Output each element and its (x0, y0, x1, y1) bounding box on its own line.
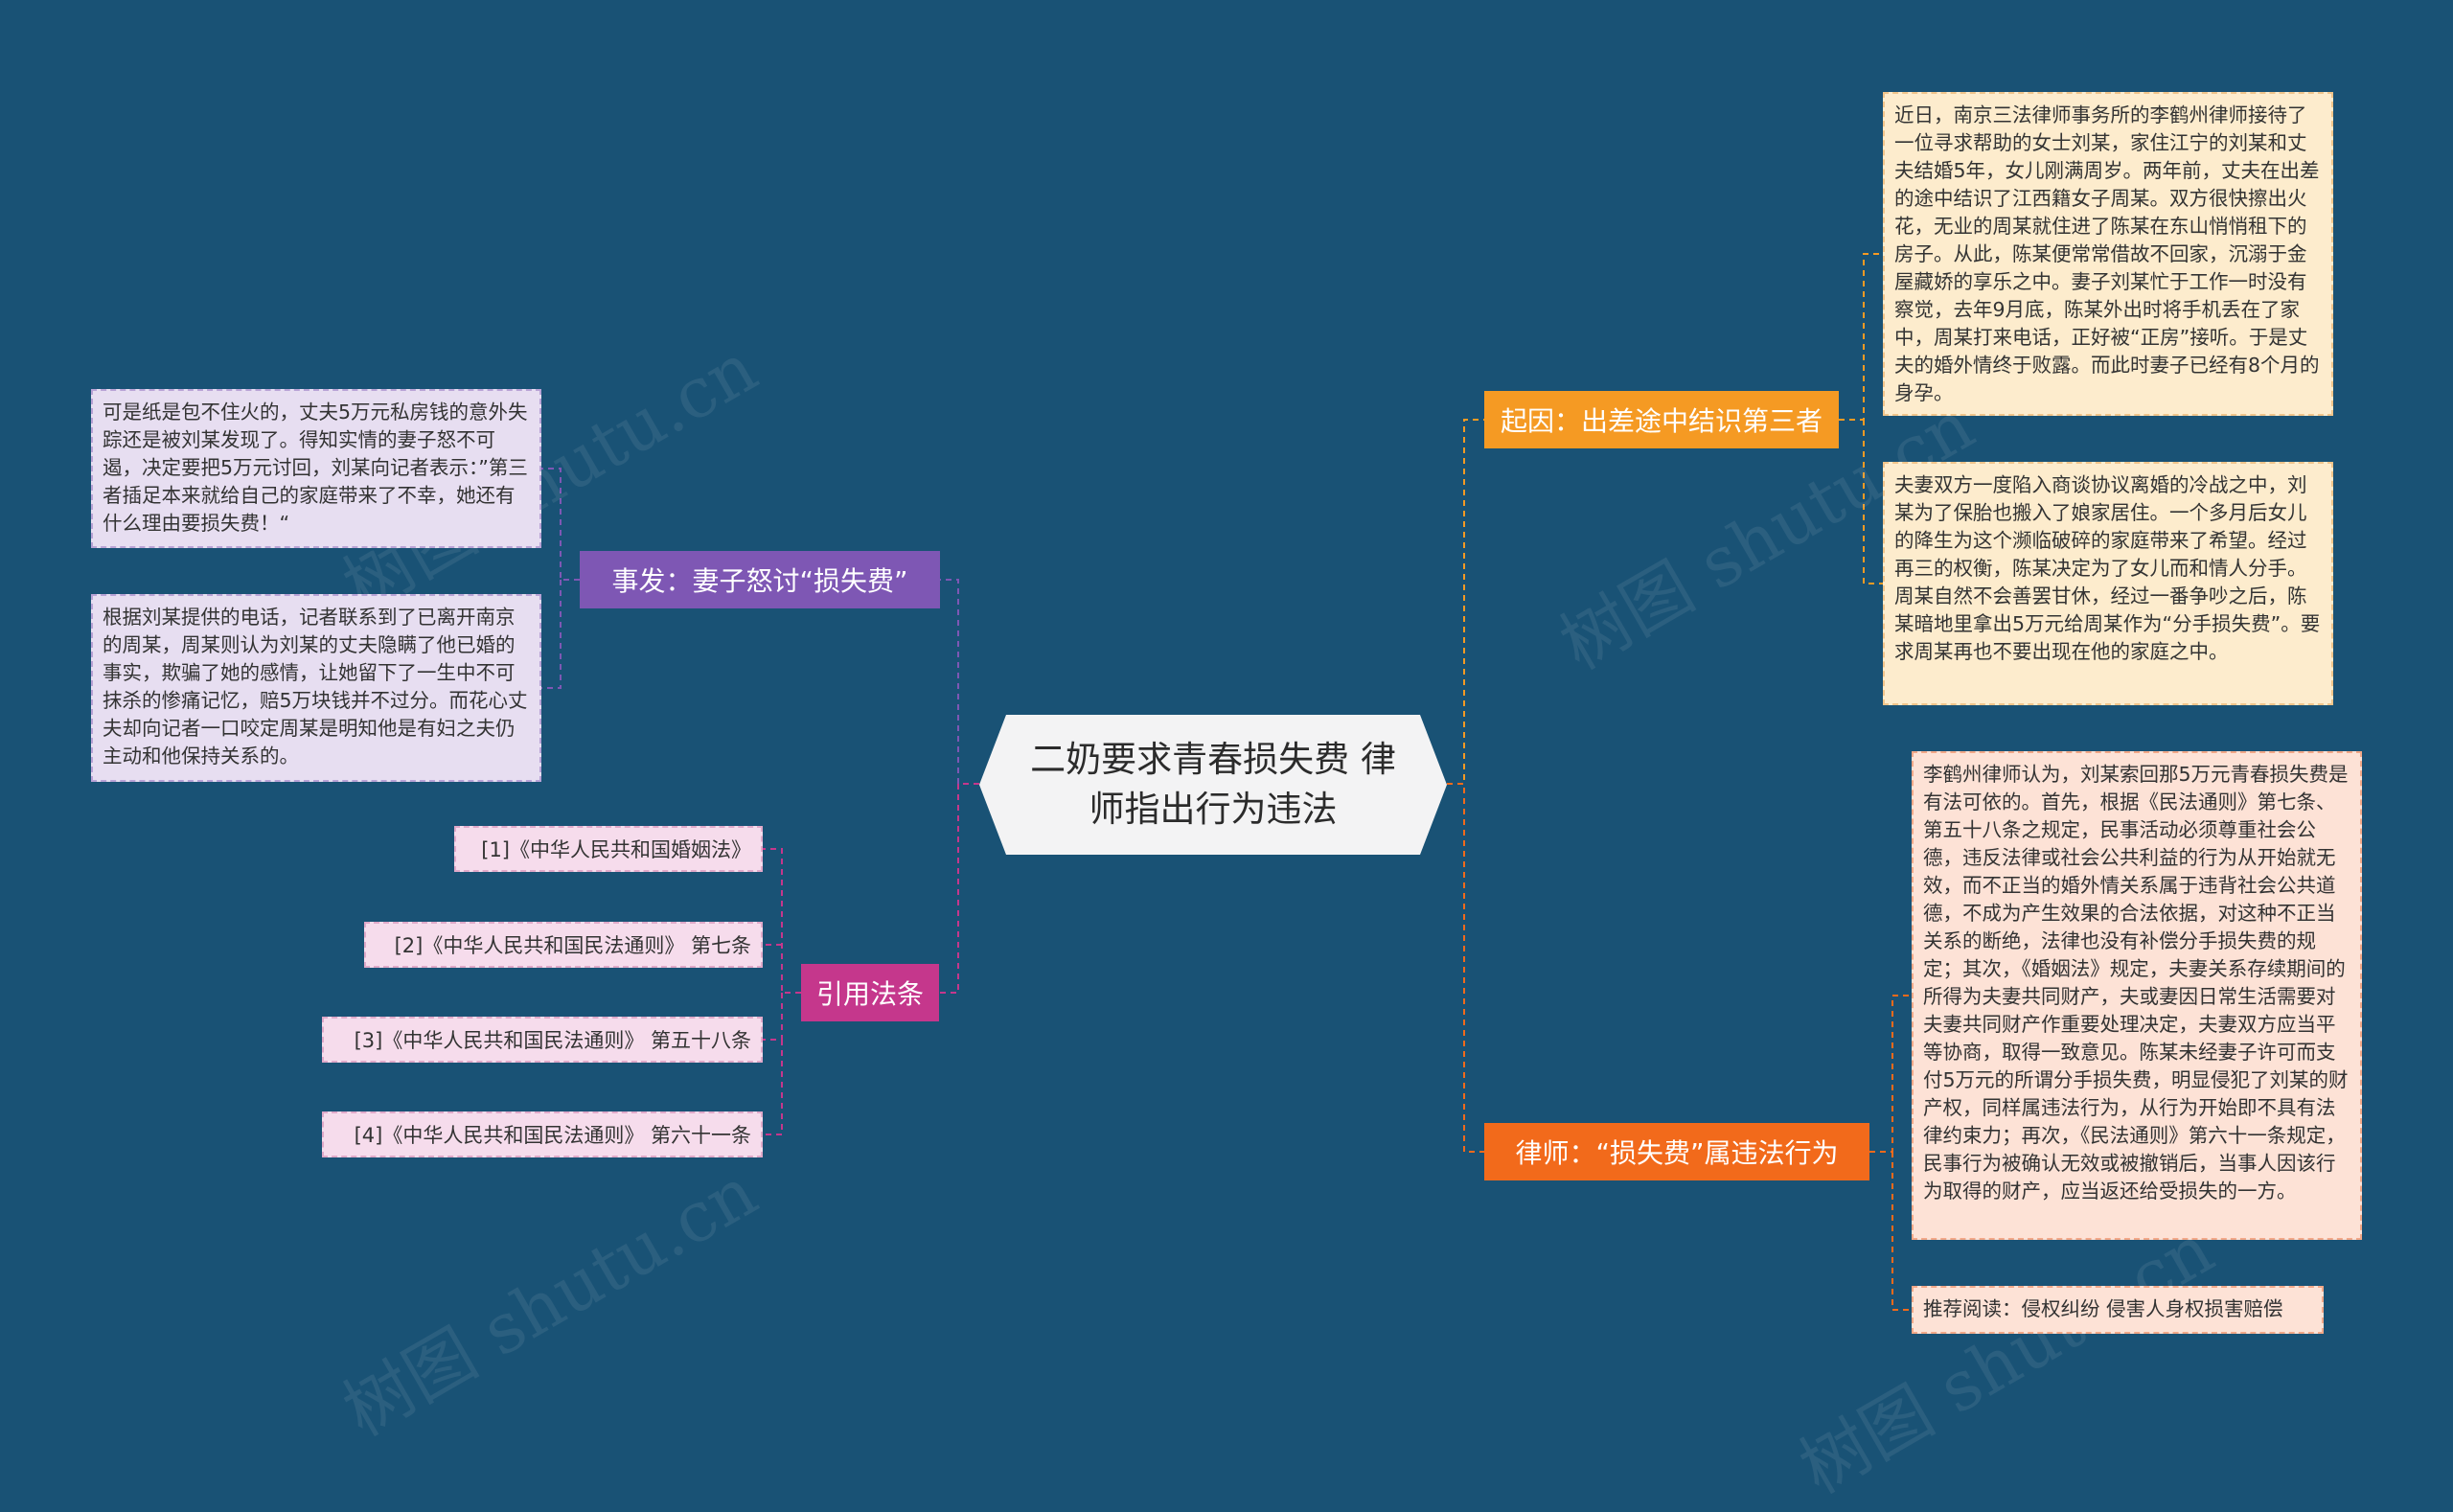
edge-root-laws (939, 783, 979, 994)
edge-lawyer-1 (1869, 995, 1912, 1153)
law-ref-1[interactable]: [1]《中华人民共和国婚姻法》 (454, 826, 763, 872)
edge-lawyer-2 (1891, 1152, 1912, 1311)
edge-cause-1 (1839, 253, 1883, 421)
lawyer-recommend[interactable]: 推荐阅读：侵权纠纷 侵害人身权损害赔偿 (1912, 1286, 2324, 1334)
edge-root-incident (940, 579, 979, 785)
root-title: 二奶要求青春损失费 律师指出行为违法 (1030, 739, 1396, 830)
edge-incident-1 (541, 468, 580, 581)
law-ref-2[interactable]: [2]《中华人民共和国民法通则》 第七条 (364, 922, 763, 968)
edge-incident-2 (541, 580, 562, 689)
incident-text-2: 根据刘某提供的电话，记者联系到了已离开南京的周某，周某则认为刘某的丈夫隐瞒了他已… (91, 594, 541, 782)
lawyer-text-1: 李鹤州律师认为，刘某索回那5万元青春损失费是有法可依的。首先，根据《民法通则》第… (1912, 751, 2362, 1240)
branch-laws-label: 引用法条 (815, 978, 924, 1010)
cause-text-1: 近日，南京三法律师事务所的李鹤州律师接待了一位寻求帮助的女士刘某，家住江宁的刘某… (1883, 92, 2333, 416)
law-ref-4[interactable]: [4]《中华人民共和国民法通则》 第六十一条 (322, 1111, 763, 1157)
root-topic[interactable]: 二奶要求青春损失费 律师指出行为违法 (979, 715, 1447, 855)
incident-text-1: 可是纸是包不住火的，丈夫5万元私房钱的意外失踪还是被刘某发现了。得知实情的妻子怒… (91, 389, 541, 548)
branch-lawyer-label: 律师：“损失费”属违法行为 (1515, 1137, 1839, 1169)
edge-root-cause (1447, 419, 1484, 785)
branch-incident-label: 事发：妻子怒讨“损失费” (611, 565, 908, 597)
law-ref-3[interactable]: [3]《中华人民共和国民法通则》 第五十八条 (322, 1017, 763, 1063)
branch-incident[interactable]: 事发：妻子怒讨“损失费” (580, 551, 940, 608)
edge-law-3 (763, 993, 783, 1041)
connector-lines (541, 253, 1912, 1311)
branch-cause-label: 起因：出差途中结识第三者 (1500, 405, 1823, 437)
branch-lawyer[interactable]: 律师：“损失费”属违法行为 (1484, 1123, 1869, 1180)
edge-law-4 (763, 1040, 783, 1135)
edge-root-lawyer (1447, 783, 1484, 1153)
cause-text-2: 夫妻双方一度陷入商谈协议离婚的冷战之中，刘某为了保胎也搬入了娘家居住。一个多月后… (1883, 462, 2333, 705)
branch-laws[interactable]: 引用法条 (801, 964, 939, 1021)
edge-law-1 (763, 848, 801, 994)
mindmap-canvas: 树图 shutu.cn 树图 shutu.cn 树图 shutu.cn 树图 s… (91, 92, 2362, 1509)
edge-cause-2 (1863, 420, 1883, 584)
branch-cause[interactable]: 起因：出差途中结识第三者 (1484, 391, 1839, 448)
